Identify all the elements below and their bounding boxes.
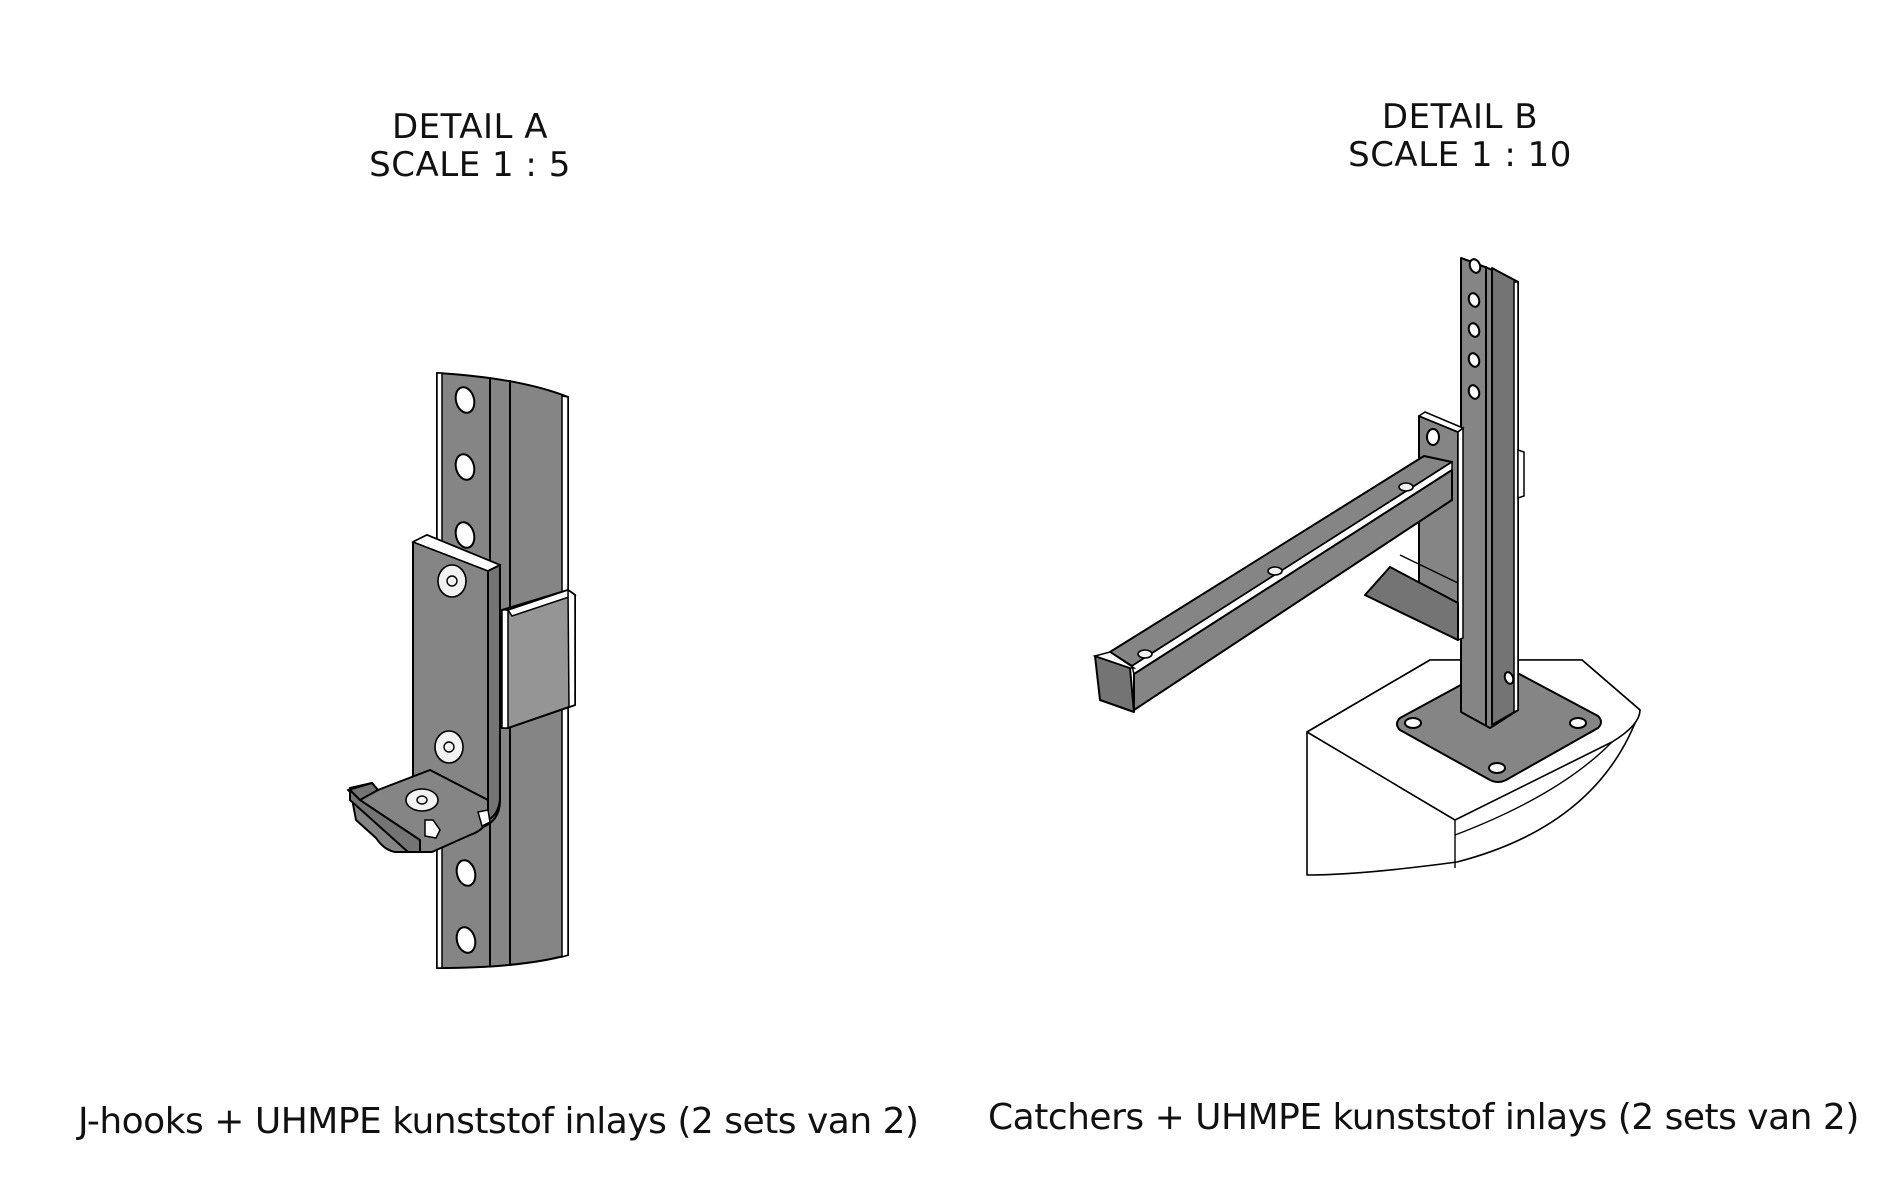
detail-b-scale: SCALE 1 : 10 xyxy=(1348,135,1572,175)
detail-a-jhook xyxy=(347,534,502,853)
detail-a-upright-holes xyxy=(454,386,477,954)
detail-b-arm-bolts xyxy=(1137,482,1414,659)
detail-a-drawing xyxy=(347,372,577,969)
detail-b-title: DETAIL B xyxy=(1381,97,1539,137)
detail-b-catcher-arm xyxy=(1092,455,1453,713)
detail-a-heading: DETAIL A SCALE 1 : 5 xyxy=(320,108,620,184)
detail-b-heading: DETAIL B SCALE 1 : 10 xyxy=(1290,98,1630,174)
detail-a-title: DETAIL A xyxy=(391,107,549,147)
detail-a-caption: J-hooks + UHMPE kunststof inlays (2 sets… xyxy=(78,1101,919,1142)
detail-a-bolts xyxy=(405,564,467,812)
detail-a-strap xyxy=(501,588,577,729)
detail-a-scale: SCALE 1 : 5 xyxy=(369,145,571,185)
detail-b-upright-holes xyxy=(1467,258,1515,685)
detail-b-drawing xyxy=(1092,257,1641,876)
detail-b-caption: Catchers + UHMPE kunststof inlays (2 set… xyxy=(988,1097,1859,1138)
detail-b-upright xyxy=(1460,257,1525,729)
